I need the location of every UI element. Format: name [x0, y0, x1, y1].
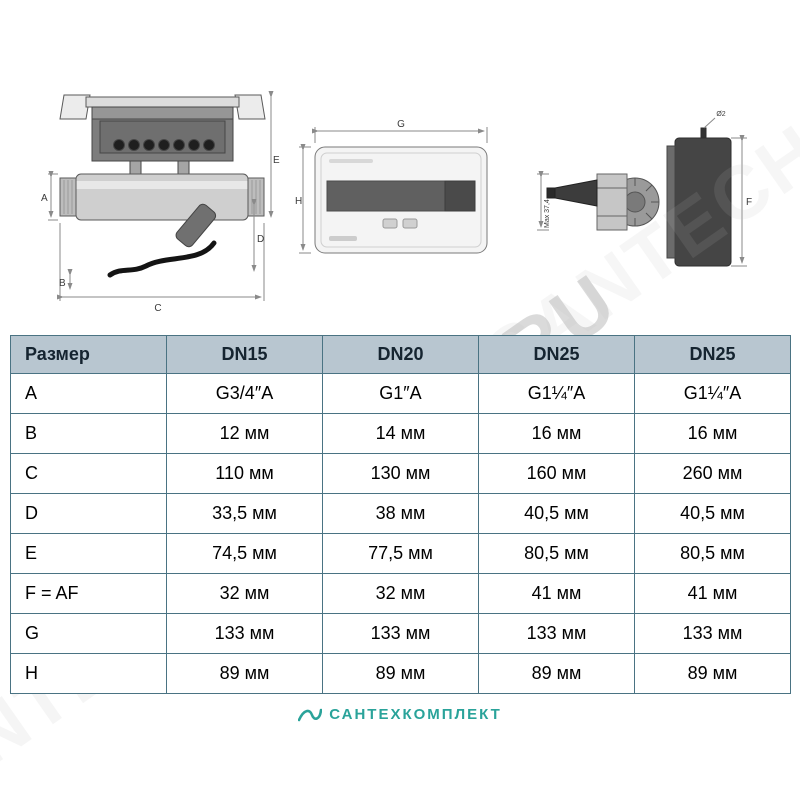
- dim-value: 80,5 мм: [634, 533, 791, 574]
- dimension-lines: [48, 91, 274, 301]
- dim-value: 16 мм: [478, 413, 635, 454]
- dim-value: 41 мм: [634, 573, 791, 614]
- dim-value: 41 мм: [478, 573, 635, 614]
- dimension-lines: [299, 127, 488, 254]
- row-label: E: [10, 533, 167, 574]
- dim-value: 12 мм: [166, 413, 323, 454]
- dim-value: 89 мм: [166, 653, 323, 694]
- dim-label-d: D: [257, 234, 264, 245]
- dim-value: 14 мм: [322, 413, 479, 454]
- drawings-area: A B C D E: [0, 0, 800, 332]
- footer-brand: САНТЕХКОМПЛЕКТ: [0, 706, 800, 723]
- pipe-body: [59, 173, 265, 221]
- row-label: F = AF: [10, 573, 167, 614]
- row-label: C: [10, 453, 167, 494]
- dim-value: 77,5 мм: [322, 533, 479, 574]
- dim-value: 89 мм: [322, 653, 479, 694]
- dim-value: 130 мм: [322, 453, 479, 494]
- dim-label-h: H: [295, 196, 302, 207]
- dim-value: 133 мм: [322, 613, 479, 654]
- dim-label-b: B: [59, 278, 66, 289]
- dim-value: 16 мм: [634, 413, 791, 454]
- temperature-sensor: [175, 203, 217, 248]
- dim-value: 38 мм: [322, 493, 479, 534]
- dim-value: 160 мм: [478, 453, 635, 494]
- dim-label-c: C: [154, 303, 161, 314]
- meter-body-side: [666, 127, 732, 267]
- dim-label-f: F: [746, 197, 752, 208]
- dim-value: 89 мм: [478, 653, 635, 694]
- row-label: B: [10, 413, 167, 454]
- electronics-housing: [91, 106, 234, 175]
- dim-value: 40,5 мм: [634, 493, 791, 534]
- header-dn20: DN20: [322, 335, 479, 374]
- brand-text: САНТЕХКОМПЛЕКТ: [329, 706, 502, 723]
- table-header-row: Размер DN15 DN20 DN25 DN25: [10, 335, 791, 374]
- drawing-calculator-face: G H: [295, 115, 510, 275]
- dim-label-a: A: [41, 193, 48, 204]
- dim-value: 40,5 мм: [478, 493, 635, 534]
- dim-value: 32 мм: [166, 573, 323, 614]
- header-dn25: DN25: [478, 335, 635, 374]
- dim-value: 32 мм: [322, 573, 479, 614]
- calculator-housing: [314, 146, 488, 254]
- header-size: Размер: [10, 335, 167, 374]
- mounting-bracket: [59, 94, 266, 120]
- sensor-cable: [107, 240, 217, 278]
- drawing-flowmeter-front: A B C D E: [40, 85, 280, 325]
- row-label: G: [10, 613, 167, 654]
- dim-value: 89 мм: [634, 653, 791, 694]
- brand-icon: [298, 707, 323, 723]
- dim-label-g: G: [397, 119, 405, 130]
- dim-value: 133 мм: [478, 613, 635, 654]
- dim-value: 260 мм: [634, 453, 791, 494]
- header-dn15: DN15: [166, 335, 323, 374]
- dim-value: 110 мм: [166, 453, 323, 494]
- dim-label-max: Max 37,4: [544, 199, 551, 228]
- drawing-side-view: Ø2 F Max 37,4: [535, 100, 755, 290]
- row-label: A: [10, 373, 167, 414]
- dim-label-diameter: Ø2: [716, 111, 725, 118]
- row-label: D: [10, 493, 167, 534]
- dim-value: G1¼″A: [634, 373, 791, 414]
- dim-label-e: E: [273, 155, 280, 166]
- dim-value: 33,5 мм: [166, 493, 323, 534]
- dim-value: 74,5 мм: [166, 533, 323, 574]
- dim-value: 133 мм: [634, 613, 791, 654]
- dim-value: G1″A: [322, 373, 479, 414]
- dim-value: 133 мм: [166, 613, 323, 654]
- dim-value: G1¼″A: [478, 373, 635, 414]
- row-label: H: [10, 653, 167, 694]
- sensor-probe: [546, 179, 598, 207]
- header-dn25-long: DN25: [634, 335, 791, 374]
- hex-fitting: [596, 173, 628, 231]
- dim-value: G3/4″A: [166, 373, 323, 414]
- dim-value: 80,5 мм: [478, 533, 635, 574]
- dimension-lines: [537, 117, 747, 267]
